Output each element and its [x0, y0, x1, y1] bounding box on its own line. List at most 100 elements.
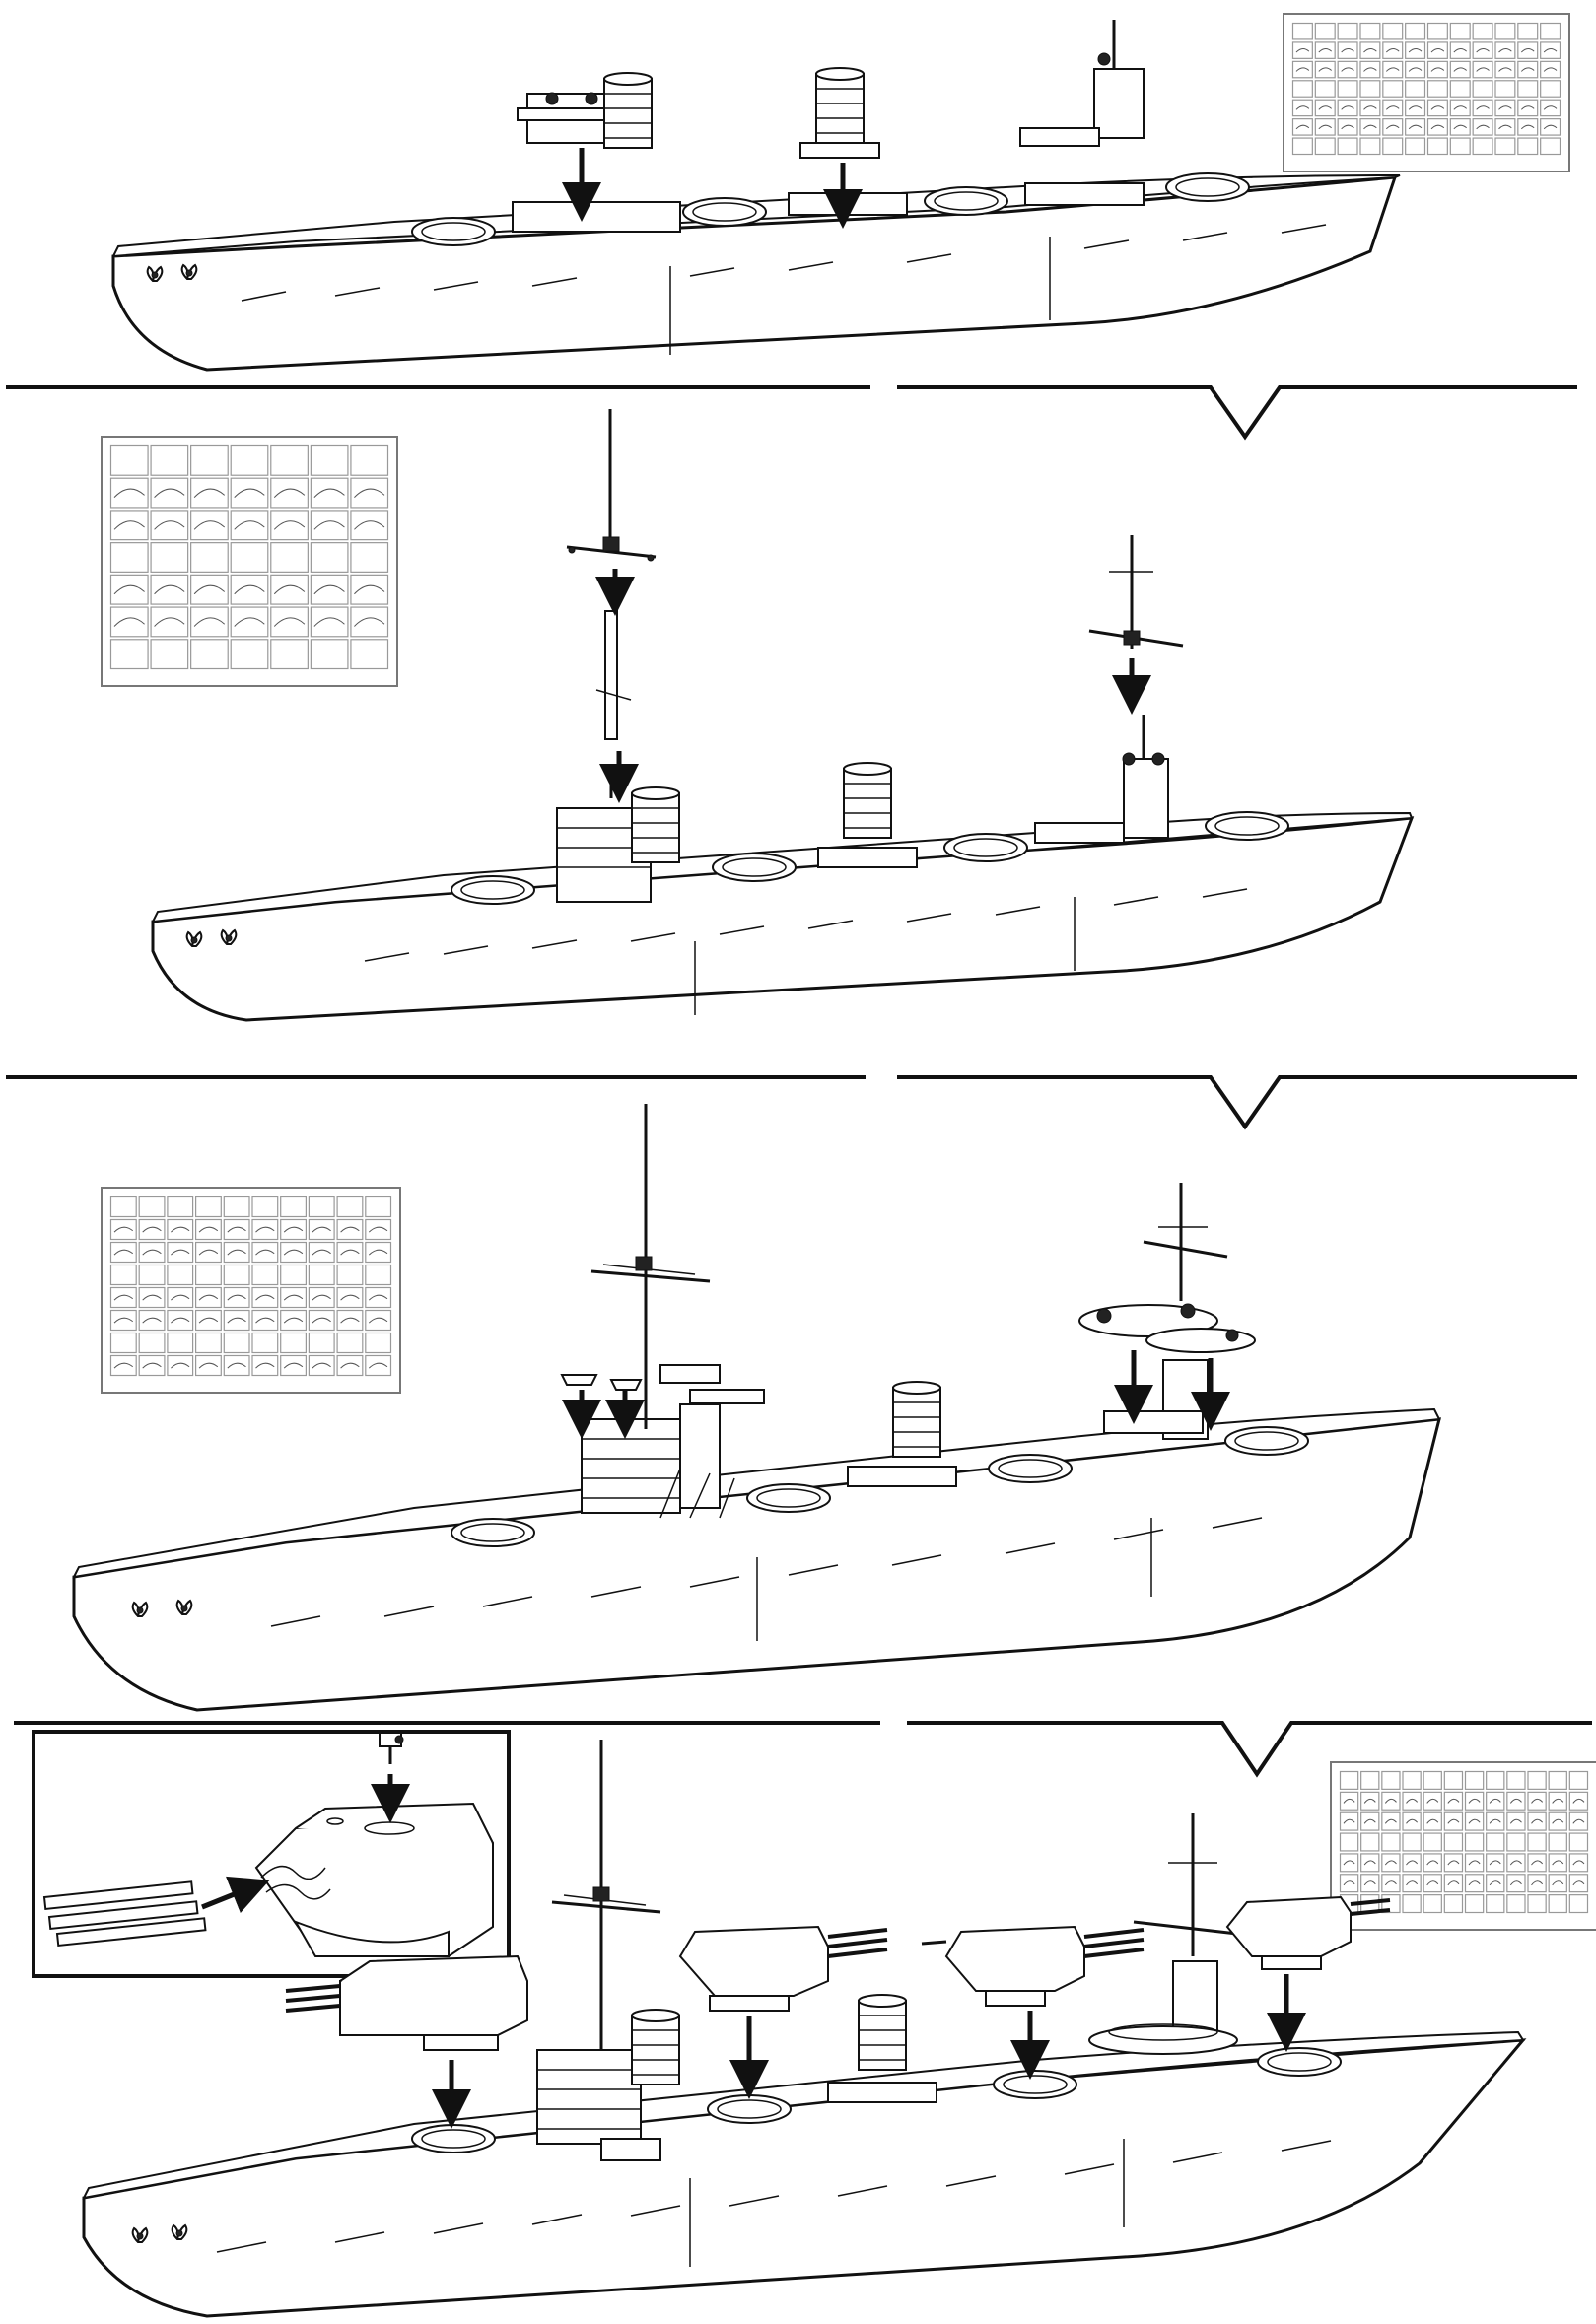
casemate-guns-row — [241, 224, 1327, 302]
step-4-ship — [82, 1740, 1527, 2318]
sprue-cell — [1506, 1770, 1526, 1790]
etched-part — [1384, 1860, 1397, 1866]
sprue-cell — [1402, 1853, 1422, 1873]
sprue-cell — [109, 1218, 137, 1241]
sprue-cell — [1337, 118, 1358, 136]
etched-part — [1468, 1880, 1481, 1886]
sprue-cell — [1314, 118, 1336, 136]
sprue-cell — [1337, 22, 1358, 40]
sprue-cell — [167, 1286, 194, 1309]
sprue-cell — [1517, 137, 1539, 156]
sprue-cell — [1472, 137, 1493, 156]
etched-part — [340, 1362, 360, 1369]
etched-part — [1406, 1818, 1419, 1824]
sprue-cell — [1359, 137, 1381, 156]
turret-detail-barrels — [42, 1880, 207, 1948]
etched-part — [1318, 124, 1333, 130]
sprue-cell — [223, 1332, 250, 1354]
sprue-cell — [1314, 137, 1336, 156]
etched-part — [1489, 1880, 1501, 1886]
sprue-cell — [195, 1264, 222, 1286]
sprue-cell — [1339, 1874, 1359, 1893]
etched-part — [142, 1226, 162, 1233]
step-1-ship — [111, 20, 1401, 372]
sprue-cell — [1423, 1853, 1442, 1873]
sprue-cell — [190, 542, 229, 573]
sprue-cell — [1568, 1832, 1589, 1852]
etched-part — [273, 584, 306, 595]
sprue-cell — [280, 1241, 308, 1264]
etched-part — [142, 1249, 162, 1256]
sprue-cell — [308, 1309, 335, 1332]
etched-part — [354, 520, 385, 530]
sprue-cell — [280, 1354, 308, 1377]
sprue-cell — [1540, 60, 1561, 79]
etched-part — [1385, 67, 1400, 72]
etched-part — [1343, 1798, 1355, 1804]
sprue-cell — [308, 1332, 335, 1354]
sprue-cell — [1360, 1811, 1380, 1831]
bridge-assembly-part — [517, 92, 617, 144]
etched-part — [312, 1249, 331, 1256]
sprue-cell — [1360, 1832, 1380, 1852]
etched-part — [1543, 124, 1558, 130]
sprue-cell — [138, 1309, 166, 1332]
sprue-cell — [1527, 1811, 1547, 1831]
etched-part — [142, 1294, 162, 1301]
etched-part — [1531, 1860, 1544, 1866]
etched-part — [171, 1226, 190, 1233]
sprue-cell — [1359, 118, 1381, 136]
etched-part — [1318, 47, 1333, 53]
etched-part — [1453, 47, 1468, 53]
sprue-cell — [1381, 1791, 1401, 1811]
etched-part — [1498, 67, 1512, 72]
sprue-cell — [308, 1241, 335, 1264]
sprue-cell — [1360, 1770, 1380, 1790]
sprue-cell — [223, 1264, 250, 1286]
sprue-cell — [270, 639, 309, 670]
sprue-cell — [195, 1196, 222, 1218]
sprue-cell — [1339, 1811, 1359, 1831]
aft-superstructure — [1122, 715, 1169, 839]
sprue-cell — [1540, 80, 1561, 98]
etched-part — [1489, 1798, 1501, 1804]
etched-part — [1408, 67, 1423, 72]
deck-fittings — [817, 822, 1125, 868]
sprue-cell — [167, 1241, 194, 1264]
sprue-cell — [280, 1286, 308, 1309]
sprue-cell — [1314, 60, 1336, 79]
sprue-cell — [1405, 60, 1426, 79]
etched-part — [368, 1362, 388, 1369]
etched-part — [193, 617, 226, 627]
sprue-cell — [336, 1309, 364, 1332]
etched-part — [113, 617, 145, 627]
mid-funnel-part — [799, 67, 880, 159]
sprue-cell — [167, 1264, 194, 1286]
etched-part — [193, 584, 226, 595]
etched-part — [1531, 1818, 1544, 1824]
sprue-cell — [1382, 118, 1404, 136]
sprue-cell — [365, 1286, 392, 1309]
etched-part — [273, 617, 306, 627]
sprue-cell — [1382, 41, 1404, 59]
etched-part — [354, 584, 385, 595]
sprue-cell — [1449, 60, 1471, 79]
etched-part — [1384, 1798, 1397, 1804]
etched-part — [283, 1362, 304, 1369]
etched-part — [1476, 124, 1490, 130]
etched-part — [1341, 67, 1354, 72]
etched-part — [154, 520, 185, 530]
etched-part — [1318, 105, 1333, 110]
sprue-cell — [1494, 137, 1516, 156]
casemate-guns-row — [270, 1517, 1263, 1627]
sprue-cell — [1426, 41, 1448, 59]
sprue-cell — [365, 1196, 392, 1218]
etched-part — [1318, 67, 1333, 72]
sprue-cell — [1443, 1874, 1464, 1893]
etched-part — [113, 520, 145, 530]
etched-part — [340, 1294, 360, 1301]
sprue-cell — [167, 1196, 194, 1218]
etched-part — [283, 1294, 304, 1301]
etched-part — [1509, 1798, 1522, 1804]
sprue-cell — [251, 1309, 279, 1332]
